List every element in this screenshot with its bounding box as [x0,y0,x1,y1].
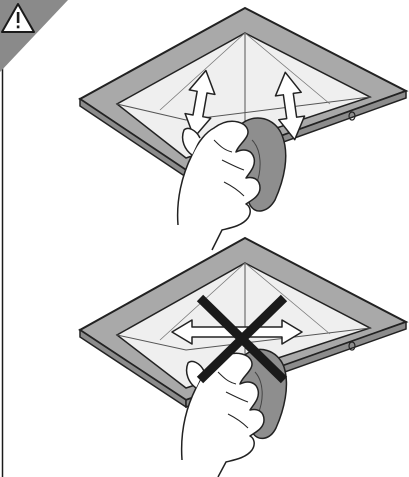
warning-badge-background [0,0,68,72]
warning-badge [0,0,68,72]
panel-incorrect [80,238,406,477]
panel-correct [80,8,406,250]
